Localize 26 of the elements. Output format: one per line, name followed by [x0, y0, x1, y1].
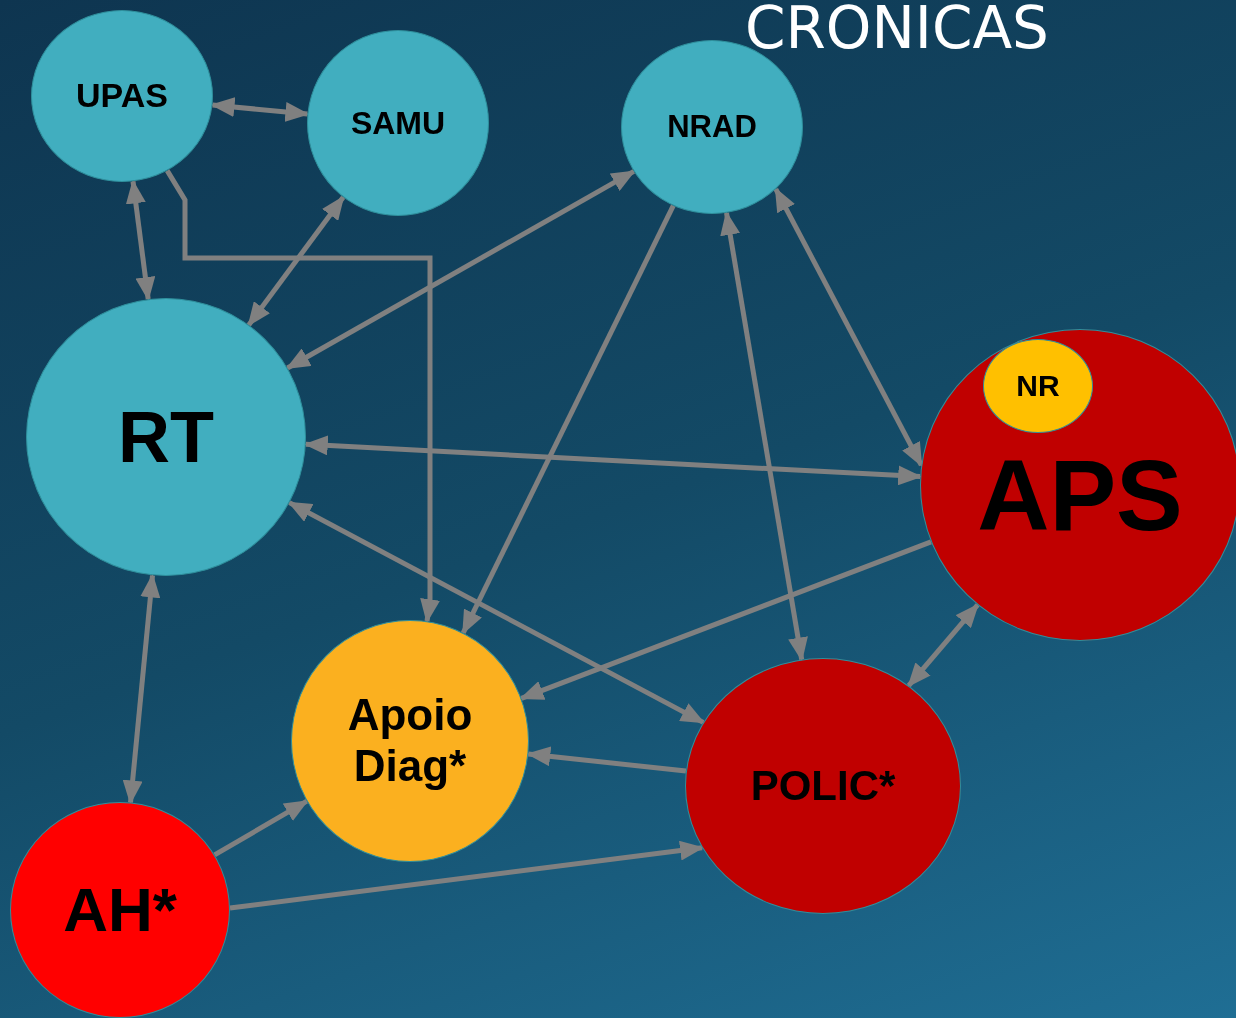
node-label: POLIC*	[750, 761, 896, 811]
arrow	[122, 573, 161, 805]
arrow	[125, 179, 156, 302]
arrow	[773, 187, 924, 467]
arrow	[246, 195, 346, 327]
arrow	[526, 746, 687, 774]
arrow	[229, 840, 705, 911]
arrow	[285, 169, 636, 371]
node-label: SAMU	[350, 104, 446, 142]
arrow	[287, 500, 705, 725]
node-label: RT	[118, 395, 214, 479]
arrow	[210, 97, 310, 122]
arrow	[165, 169, 440, 624]
arrow	[460, 204, 676, 635]
arrow	[303, 435, 923, 486]
arrow	[906, 603, 980, 688]
node-label: AH*	[63, 874, 177, 946]
node-label: APS	[977, 437, 1183, 553]
node-label: NRAD	[667, 109, 757, 145]
node-label: UPAS	[76, 76, 168, 116]
arrow	[720, 210, 808, 662]
arrow	[519, 539, 932, 701]
title: CRONICAS	[745, 0, 1049, 62]
arrow	[213, 799, 309, 858]
node-label: Apoio Diag*	[346, 690, 474, 792]
node-label: NR	[1016, 368, 1060, 404]
